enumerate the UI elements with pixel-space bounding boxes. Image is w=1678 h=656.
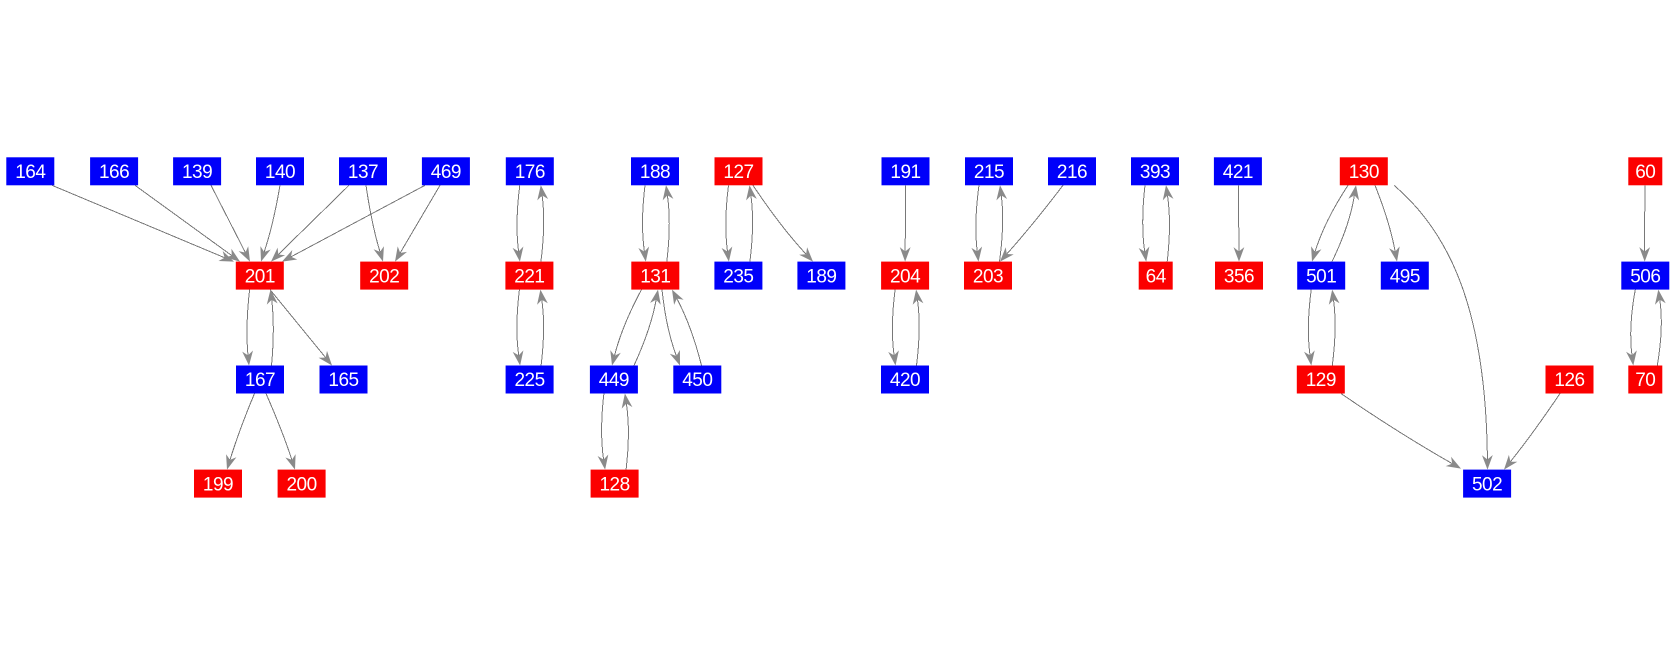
- svg-text:139: 139: [182, 162, 212, 183]
- svg-text:495: 495: [1390, 266, 1420, 287]
- svg-text:201: 201: [245, 266, 275, 287]
- svg-text:165: 165: [328, 370, 358, 391]
- svg-text:199: 199: [203, 474, 233, 495]
- svg-text:202: 202: [369, 266, 399, 287]
- svg-text:127: 127: [723, 162, 753, 183]
- svg-text:164: 164: [15, 162, 46, 183]
- svg-text:215: 215: [974, 162, 1004, 183]
- svg-text:469: 469: [431, 162, 461, 183]
- svg-text:126: 126: [1554, 370, 1584, 391]
- svg-text:129: 129: [1306, 370, 1336, 391]
- svg-text:176: 176: [515, 162, 545, 183]
- svg-text:356: 356: [1224, 266, 1254, 287]
- svg-text:131: 131: [640, 266, 670, 287]
- svg-text:393: 393: [1140, 162, 1170, 183]
- svg-text:70: 70: [1635, 370, 1655, 391]
- svg-text:235: 235: [723, 266, 753, 287]
- svg-text:449: 449: [599, 370, 629, 391]
- svg-text:506: 506: [1630, 266, 1660, 287]
- svg-text:203: 203: [973, 266, 1003, 287]
- svg-text:60: 60: [1635, 162, 1655, 183]
- svg-text:502: 502: [1472, 474, 1502, 495]
- svg-text:420: 420: [890, 370, 920, 391]
- svg-text:128: 128: [599, 474, 629, 495]
- svg-text:221: 221: [514, 266, 544, 287]
- svg-text:191: 191: [890, 162, 920, 183]
- svg-text:200: 200: [286, 474, 316, 495]
- svg-text:204: 204: [890, 266, 921, 287]
- svg-text:501: 501: [1306, 266, 1336, 287]
- svg-text:166: 166: [99, 162, 129, 183]
- svg-text:130: 130: [1349, 162, 1379, 183]
- svg-text:137: 137: [348, 162, 378, 183]
- svg-text:167: 167: [245, 370, 275, 391]
- svg-text:140: 140: [265, 162, 295, 183]
- svg-text:225: 225: [514, 370, 544, 391]
- svg-text:188: 188: [640, 162, 670, 183]
- svg-text:216: 216: [1057, 162, 1087, 183]
- svg-text:421: 421: [1223, 162, 1253, 183]
- svg-text:64: 64: [1146, 266, 1167, 287]
- svg-text:450: 450: [682, 370, 712, 391]
- svg-text:189: 189: [806, 266, 836, 287]
